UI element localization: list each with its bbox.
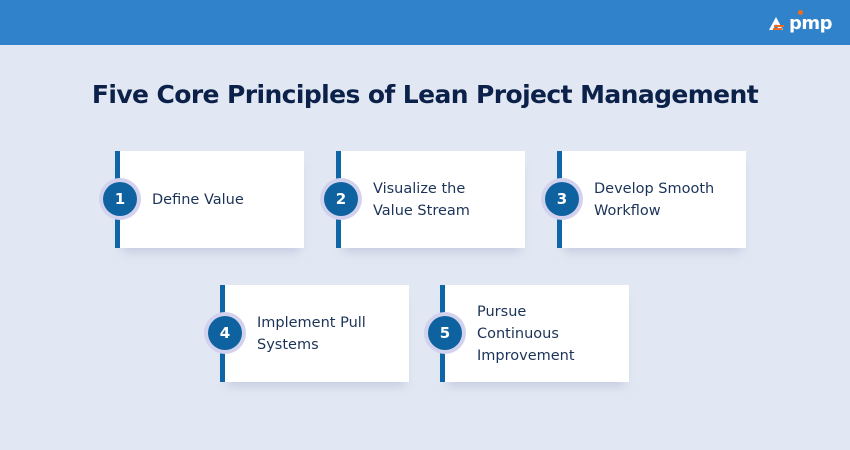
- principle-card-1: 1 Define Value: [99, 151, 304, 248]
- principle-label: Pursue Continuous Improvement: [477, 303, 575, 364]
- pmp-logo-icon: [768, 17, 784, 30]
- number-badge: 3: [545, 182, 579, 216]
- brand-logo[interactable]: pmp: [767, 9, 833, 34]
- header-bar: pmp: [0, 0, 850, 45]
- number-badge: 4: [208, 316, 242, 350]
- page-title: Five Core Principles of Lean Project Man…: [91, 80, 759, 109]
- brand-dot: [797, 9, 803, 15]
- principle-label: Visualize the Value Stream: [373, 180, 470, 219]
- principle-card-5: 5 Pursue Continuous Improvement: [424, 285, 629, 382]
- principle-label: Define Value: [152, 191, 244, 208]
- number-badge: 1: [103, 182, 137, 216]
- principle-card-3: 3 Develop Smooth Workflow: [541, 151, 746, 248]
- brand-text: pmp: [789, 9, 833, 34]
- principle-card-4: 4 Implement Pull Systems: [204, 285, 409, 382]
- number-badge: 5: [428, 316, 462, 350]
- principle-label: Implement Pull Systems: [257, 314, 366, 353]
- principle-card-2: 2 Visualize the Value Stream: [320, 151, 525, 248]
- number-badge: 2: [324, 182, 358, 216]
- principle-label: Develop Smooth Workflow: [594, 180, 715, 219]
